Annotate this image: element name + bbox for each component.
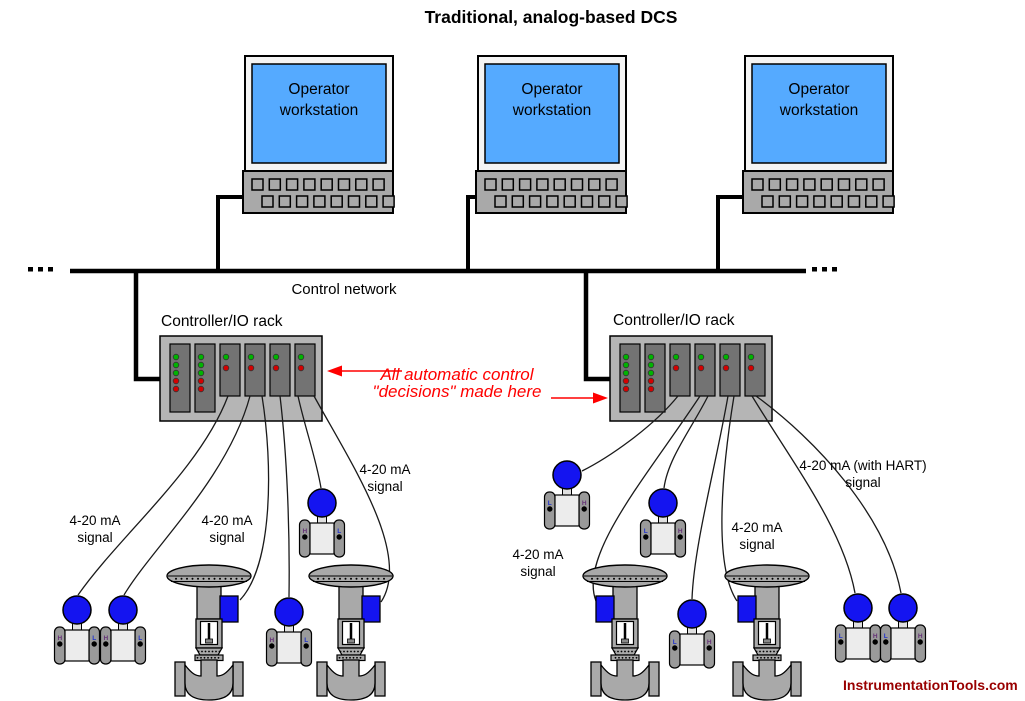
- port-letter: H: [582, 500, 587, 507]
- port-letter: H: [302, 528, 307, 535]
- port-letter: H: [103, 635, 108, 642]
- signal-wire: [77, 395, 229, 596]
- control-decisions-annotation: All automatic control "decisions" made h…: [348, 365, 566, 401]
- pressure-transmitter: [53, 595, 101, 665]
- workstation1-drop-line: [216, 195, 243, 271]
- signal-label-line1: 4-20 mA: [69, 513, 121, 528]
- port-letter: L: [644, 528, 648, 535]
- signal-wire: [581, 395, 679, 472]
- port-letter: L: [304, 637, 308, 644]
- bus-continuation-dots-right: [812, 267, 837, 272]
- signal-wire: [751, 395, 856, 594]
- signal-label-line1: 4-20 mA: [512, 547, 564, 562]
- controller-io-rack-2: [609, 335, 773, 422]
- signal-label-2: 4-20 mA signal: [192, 512, 262, 546]
- rack1-label: Controller/IO rack: [161, 313, 283, 330]
- control-valve: [307, 563, 395, 701]
- port-letter: H: [269, 637, 274, 644]
- signal-wire: [721, 395, 738, 602]
- pressure-transmitter: [99, 595, 147, 665]
- port-letter: H: [57, 635, 62, 642]
- port-letter: L: [337, 528, 341, 535]
- signal-wire: [239, 395, 270, 601]
- signal-label-1: 4-20 mA signal: [60, 512, 130, 546]
- workstation3-drop-line: [716, 195, 743, 271]
- rack2-label: Controller/IO rack: [613, 312, 735, 329]
- signal-label-5: 4-20 mA signal: [722, 519, 792, 553]
- signal-wire: [755, 395, 902, 594]
- port-letter: L: [92, 635, 96, 642]
- workstation-screen-text: Operator workstation: [779, 81, 859, 119]
- rack-status-leds: [172, 353, 305, 393]
- signal-label-4: 4-20 mA signal: [503, 546, 573, 580]
- port-letter: L: [673, 639, 677, 646]
- control-network-label: Control network: [291, 281, 397, 298]
- signal-wire: [313, 395, 391, 603]
- control-valve: [581, 563, 669, 701]
- watermark: InstrumentationTools.com: [843, 677, 1018, 693]
- workstation2-drop-line: [466, 195, 476, 271]
- annotation-line1: All automatic control: [380, 365, 534, 384]
- annotation-arrow-right-head: [593, 392, 608, 404]
- pressure-transmitter: [265, 597, 313, 667]
- signal-label-line2: signal: [367, 479, 403, 494]
- signal-label-3: 4-20 mA signal: [350, 461, 420, 495]
- annotation-arrow-left-head: [327, 365, 342, 377]
- signal-label-line2: signal: [739, 537, 775, 552]
- pressure-transmitter: [834, 593, 882, 663]
- port-letter: H: [918, 633, 923, 640]
- signal-wire: [663, 395, 709, 489]
- port-letter: L: [839, 633, 843, 640]
- signal-label-line1: 4-20 mA (with HART): [799, 458, 927, 473]
- port-letter: L: [138, 635, 142, 642]
- port-letter: L: [548, 500, 552, 507]
- control-valve: [723, 563, 811, 701]
- control-network-bus: [28, 195, 837, 382]
- signal-label-line1: 4-20 mA: [201, 513, 253, 528]
- transmitter-port-letters: H L H L H L H L L H L H L H L H L H: [57, 500, 922, 646]
- pressure-transmitter: [668, 599, 716, 669]
- signal-label-line2: signal: [520, 564, 556, 579]
- rack-status-leds: [622, 353, 755, 393]
- port-letter: H: [707, 639, 712, 646]
- signal-label-line2: signal: [209, 530, 245, 545]
- signal-wire: [279, 395, 290, 598]
- port-letter: H: [873, 633, 878, 640]
- workstation-screen-text: Operator workstation: [512, 81, 592, 119]
- pressure-transmitter: [298, 488, 346, 558]
- control-valve: [165, 563, 253, 701]
- controller-io-rack-1: [159, 335, 323, 422]
- pressure-transmitter: [879, 593, 927, 663]
- signal-wire: [297, 395, 322, 489]
- signal-label-line1: 4-20 mA: [731, 520, 783, 535]
- rack1-drop-line: [133, 269, 162, 382]
- signal-wire: [123, 395, 251, 596]
- port-letter: H: [678, 528, 683, 535]
- signal-wire: [691, 395, 729, 600]
- pressure-transmitter: [639, 488, 687, 558]
- signal-label-line2: signal: [77, 530, 113, 545]
- port-letter: L: [884, 633, 888, 640]
- rack2-drop-line: [583, 269, 612, 382]
- diagram-title: Traditional, analog-based DCS: [424, 7, 678, 27]
- bus-continuation-dots-left: [28, 267, 53, 272]
- signal-label-line2: signal: [845, 475, 881, 490]
- signal-label-line1: 4-20 mA: [359, 462, 411, 477]
- annotation-arrows: [327, 365, 608, 404]
- signal-label-hart: 4-20 mA (with HART) signal: [783, 457, 943, 491]
- workstation-screen-text: Operator workstation: [279, 81, 359, 119]
- annotation-line2: "decisions" made here: [372, 381, 542, 401]
